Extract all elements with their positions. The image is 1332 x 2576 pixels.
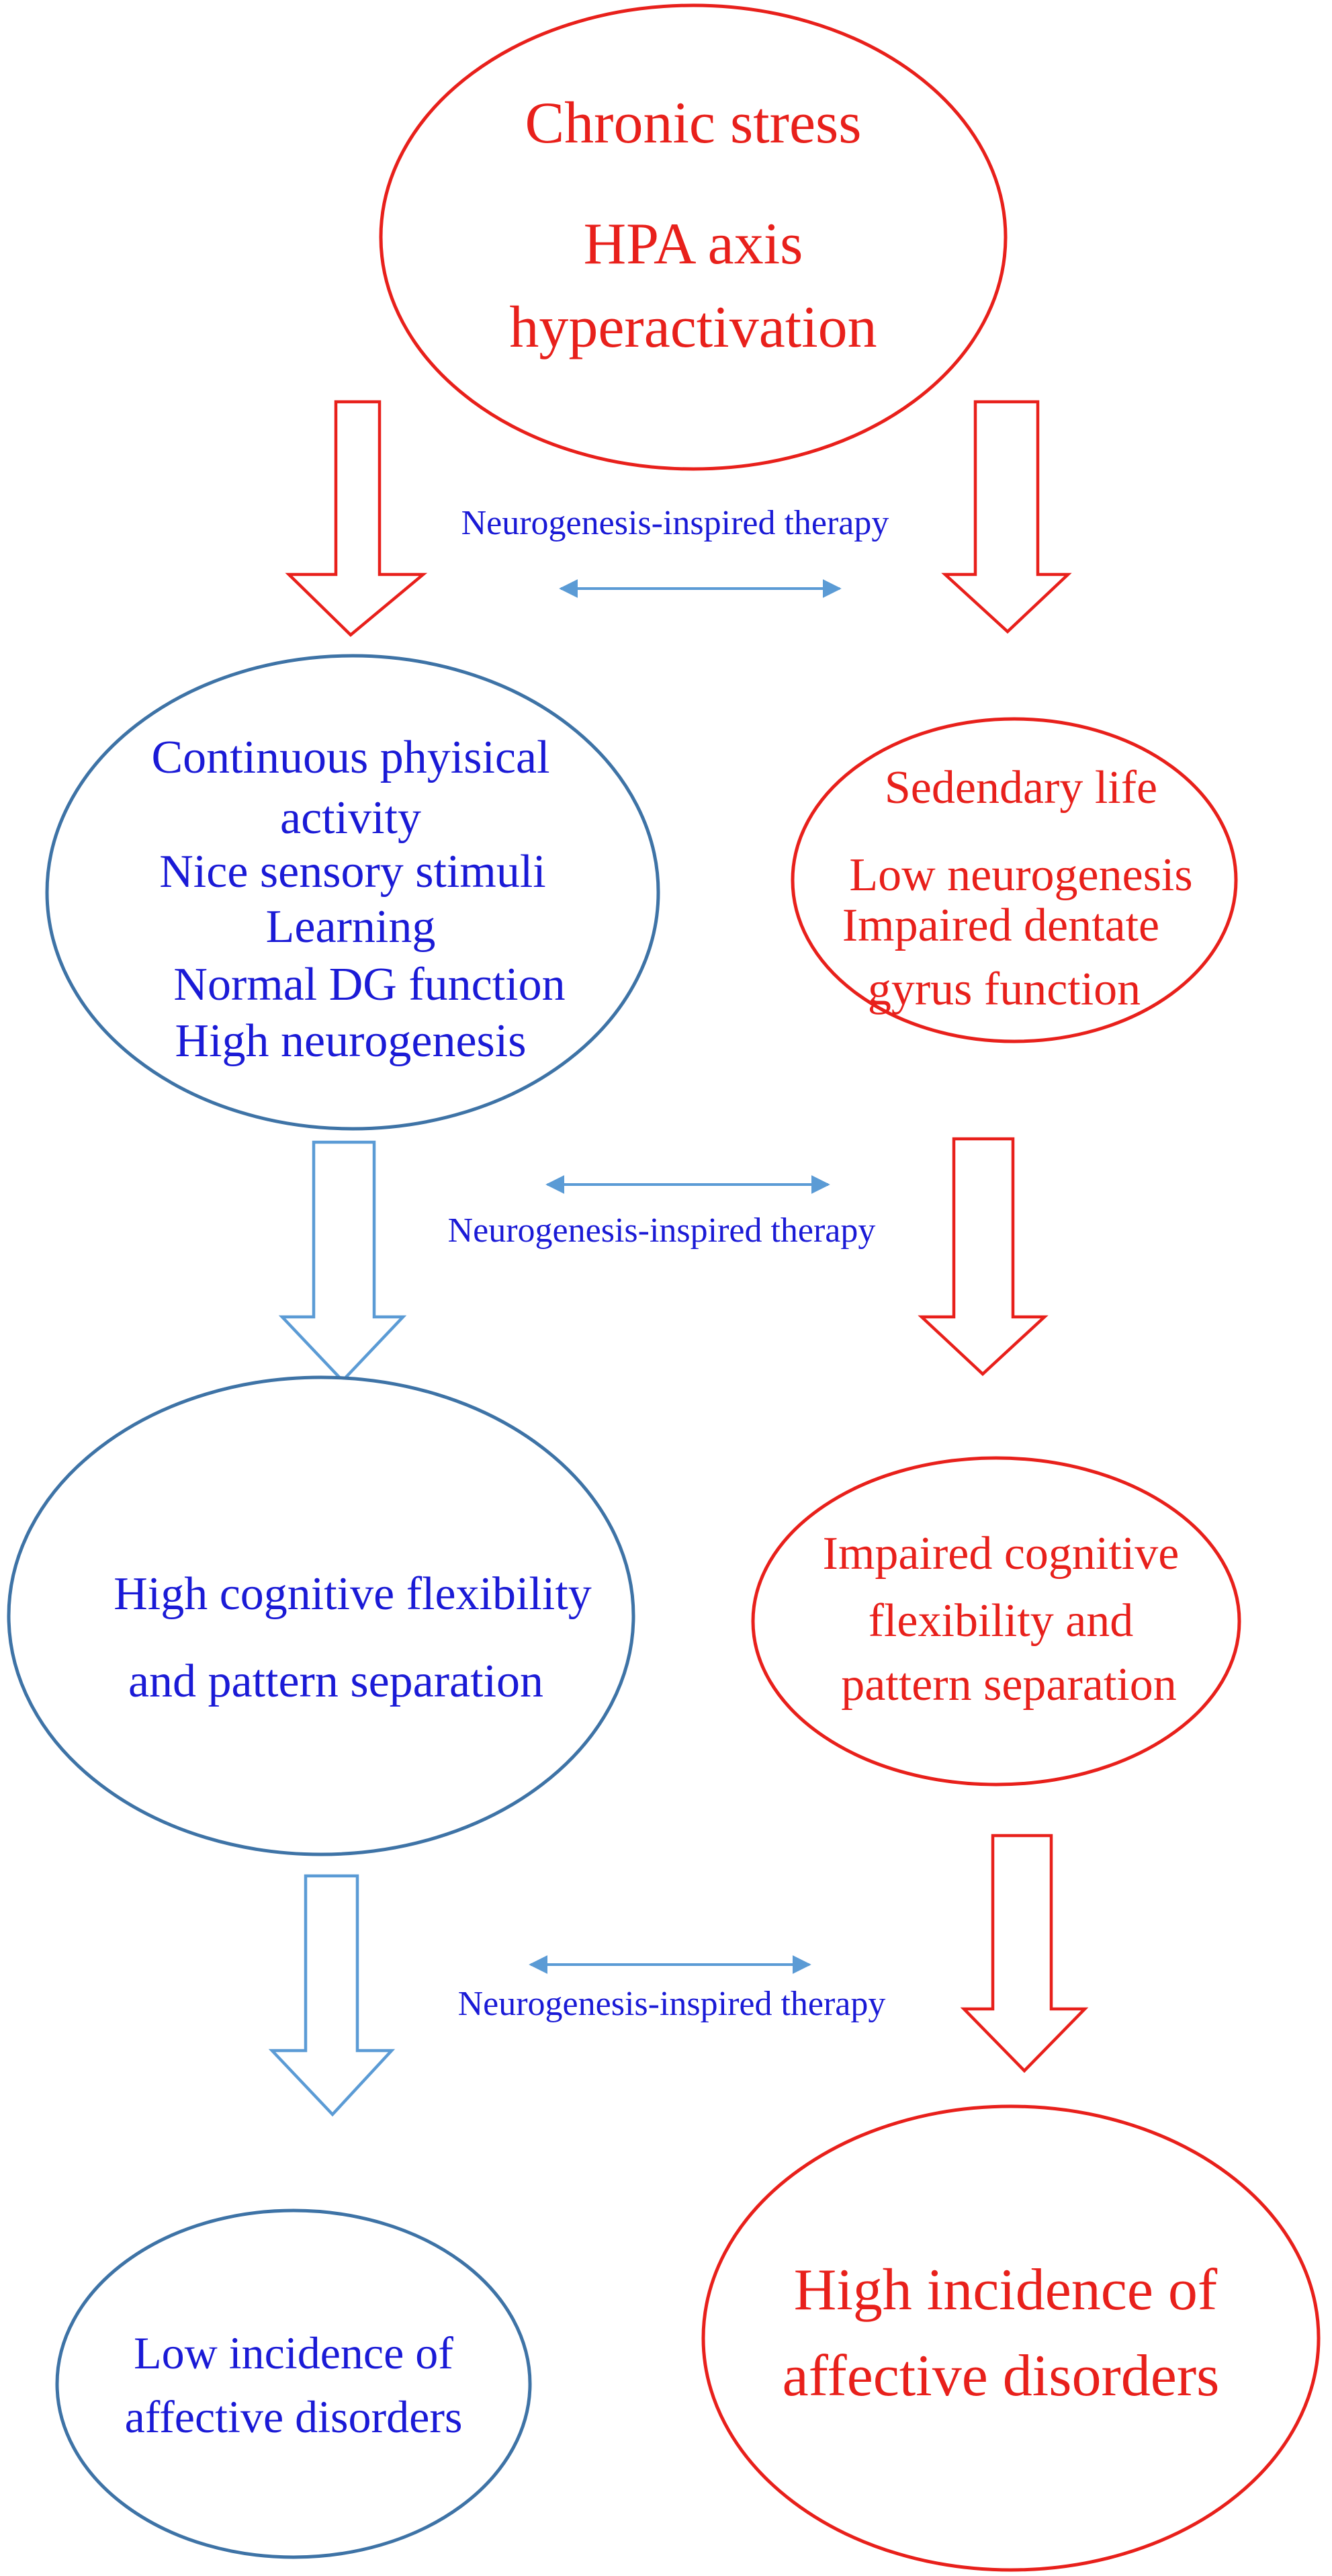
left-flexibility-ellipse — [7, 1375, 635, 1856]
left-level1-line-2: activity — [280, 792, 421, 844]
right-level3-line-1: High incidence of — [794, 2258, 1218, 2323]
right-level3-line-2: affective disorders — [783, 2344, 1220, 2409]
top-line-3: hyperactivation — [509, 295, 877, 360]
right-level1-line-2: Low neurogenesis — [849, 849, 1192, 901]
chronic-stress-ellipse — [379, 3, 1008, 471]
down-arrow-right-1 — [941, 400, 1072, 634]
right-high-incidence-ellipse — [701, 2104, 1321, 2572]
left-level1-line-1: Continuous phyisical — [151, 732, 549, 783]
down-arrow-left-2 — [278, 1140, 407, 1383]
left-activity-ellipse — [45, 654, 660, 1131]
left-level3-line-1: Low incidence of — [134, 2327, 453, 2378]
left-level3-line-2: affective disorders — [125, 2391, 463, 2442]
down-arrow-left-1 — [285, 400, 428, 638]
right-level1-line-1: Sedendary life — [885, 762, 1157, 814]
right-level1-line-4: gyrus function — [868, 963, 1141, 1015]
top-line-2: HPA axis — [584, 212, 803, 277]
left-level2-line-1: High cognitive flexibility — [114, 1568, 592, 1620]
left-level1-line-5: Normal DG function — [173, 959, 565, 1011]
left-level1-line-3: Nice sensory stimuli — [159, 846, 545, 898]
down-arrow-right-3 — [960, 1834, 1089, 2073]
left-level1-line-6: High neurogenesis — [175, 1015, 527, 1067]
right-level2-line-3: pattern separation — [841, 1659, 1177, 1711]
left-level2-line-2: and pattern separation — [128, 1656, 543, 1707]
left-low-incidence-ellipse — [55, 2208, 532, 2559]
right-level2-line-2: flexibility and — [869, 1595, 1134, 1647]
right-impaired-ellipse — [751, 1456, 1241, 1787]
right-level1-line-3: Impaired dentate — [842, 900, 1159, 951]
therapy-label-3: Neurogenesis-inspired therapy — [458, 1985, 886, 2023]
top-line-1: Chronic stress — [525, 91, 861, 156]
right-sedentary-ellipse — [791, 717, 1238, 1043]
left-level1-line-4: Learning — [266, 901, 436, 953]
right-level2-line-1: Impaired cognitive — [823, 1528, 1180, 1580]
therapy-label-1: Neurogenesis-inspired therapy — [461, 504, 889, 542]
down-arrow-left-3 — [268, 1874, 396, 2117]
down-arrow-right-2 — [918, 1137, 1049, 1377]
therapy-label-2: Neurogenesis-inspired therapy — [448, 1211, 876, 1250]
